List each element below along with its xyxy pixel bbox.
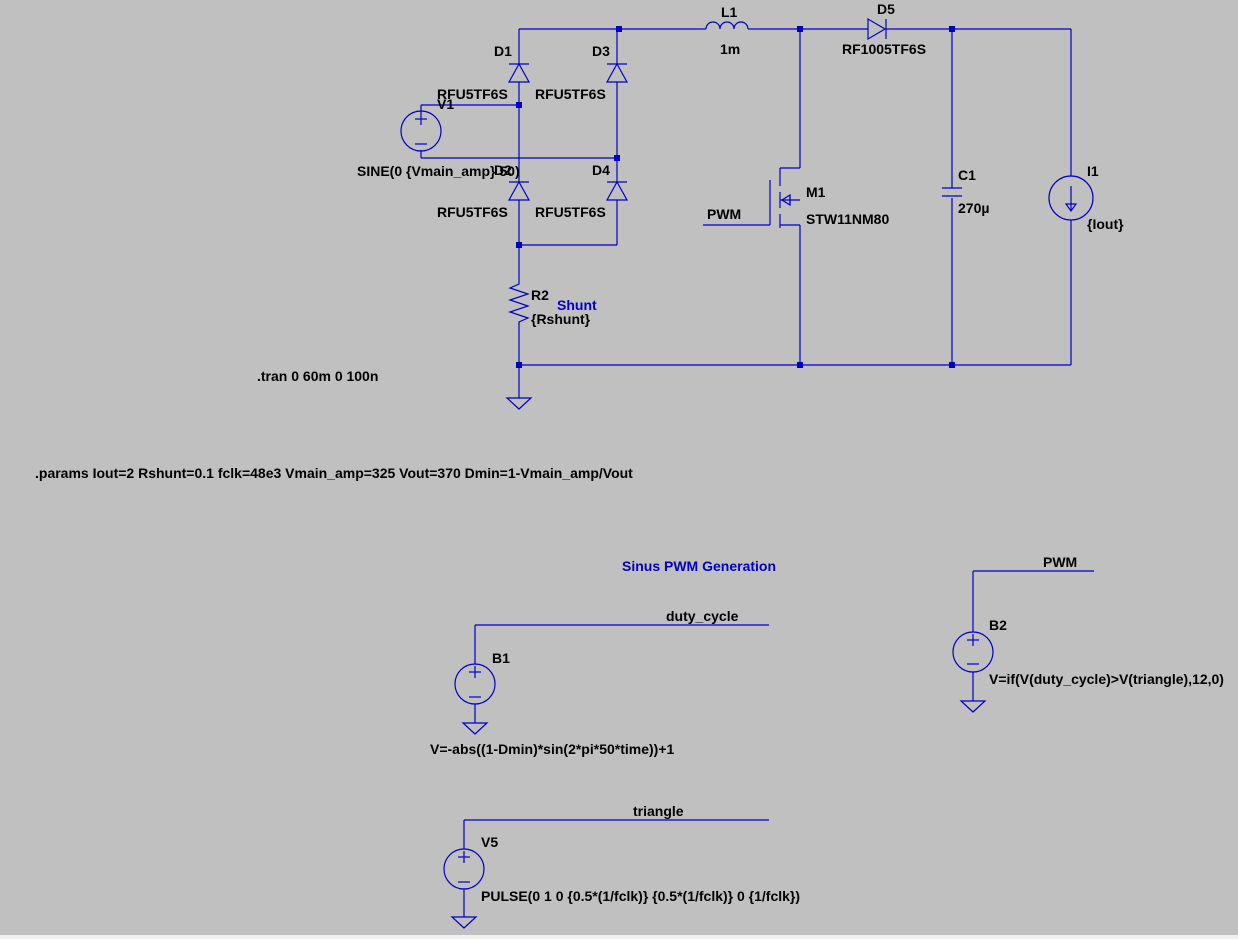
b2-ref: B2 — [989, 617, 1007, 633]
boost-wires — [518, 28, 1072, 398]
tran-directive[interactable]: .tran 0 60m 0 100n — [257, 368, 378, 384]
section-title-sinus-pwm: Sinus PWM Generation — [622, 558, 776, 574]
v5-ref: V5 — [481, 834, 498, 850]
l1-value: 1m — [720, 41, 740, 57]
mosfet-m1[interactable]: M1 STW11NM80 — [769, 168, 889, 228]
current-source-i1[interactable]: I1 {Iout} — [1048, 163, 1124, 232]
v1-value: SINE(0 {Vmain_amp} 50) — [357, 163, 520, 179]
pulse-source-v5[interactable]: V5 PULSE(0 1 0 {0.5*(1/fclk)} {0.5*(1/fc… — [443, 819, 800, 929]
d3-value: RFU5TF6S — [535, 86, 606, 102]
net-label-duty-cycle: duty_cycle — [666, 608, 739, 624]
d2-value: RFU5TF6S — [437, 204, 508, 220]
diode-d3[interactable]: D3 RFU5TF6S — [535, 43, 629, 102]
m1-value: STW11NM80 — [806, 211, 889, 227]
v5-value: PULSE(0 1 0 {0.5*(1/fclk)} {0.5*(1/fclk)… — [481, 888, 800, 904]
d2-ref: D2 — [494, 162, 512, 178]
voltage-source-v1[interactable]: V1 SINE(0 {Vmain_amp} 50) — [357, 96, 520, 179]
d4-value: RFU5TF6S — [535, 204, 606, 220]
bridge-wires — [420, 28, 703, 278]
diode-d4[interactable]: D4 RFU5TF6S — [535, 162, 629, 220]
behavioral-source-b2[interactable]: B2 V=if(V(duty_cycle)>V(triangle),12,0) — [952, 570, 1224, 713]
diode-d5[interactable]: D5 RF1005TF6S — [842, 1, 926, 57]
c1-ref: C1 — [958, 167, 976, 183]
b2-value: V=if(V(duty_cycle)>V(triangle),12,0) — [989, 671, 1224, 687]
net-label-pwm-gate: PWM — [707, 206, 741, 222]
net-label-pwm-out: PWM — [1043, 554, 1077, 570]
b1-value: V=-abs((1-Dmin)*sin(2*pi*50*time))+1 — [430, 741, 675, 757]
c1-value: 270µ — [958, 200, 989, 216]
junction-dots — [516, 26, 955, 368]
d1-ref: D1 — [494, 43, 512, 59]
inductor-l1[interactable]: L1 1m — [703, 4, 759, 57]
i1-ref: I1 — [1087, 163, 1099, 179]
m1-ref: M1 — [806, 184, 826, 200]
v1-ref: V1 — [437, 96, 454, 112]
d1-value: RFU5TF6S — [437, 86, 508, 102]
net-label-triangle: triangle — [633, 803, 684, 819]
i1-value: {Iout} — [1087, 216, 1124, 232]
behavioral-source-b1[interactable]: B1 V=-abs((1-Dmin)*sin(2*pi*50*time))+1 — [430, 624, 769, 757]
r2-value: {Rshunt} — [531, 311, 591, 327]
resistor-r2[interactable]: R2 {Rshunt} — [508, 278, 591, 332]
d5-ref: D5 — [877, 1, 895, 17]
capacitor-c1[interactable]: C1 270µ — [942, 167, 989, 216]
ground-main-icon — [505, 397, 533, 410]
diode-d2[interactable]: D2 RFU5TF6S — [437, 162, 531, 220]
status-strip — [0, 935, 1238, 939]
params-directive[interactable]: .params Iout=2 Rshunt=0.1 fclk=48e3 Vmai… — [35, 465, 633, 481]
net-label-shunt: Shunt — [557, 297, 597, 313]
r2-ref: R2 — [531, 287, 549, 303]
d4-ref: D4 — [592, 162, 610, 178]
d3-ref: D3 — [592, 43, 610, 59]
b1-ref: B1 — [492, 650, 510, 666]
l1-ref: L1 — [721, 4, 738, 20]
diode-d1[interactable]: D1 RFU5TF6S — [437, 43, 531, 102]
d5-value: RF1005TF6S — [842, 41, 926, 57]
